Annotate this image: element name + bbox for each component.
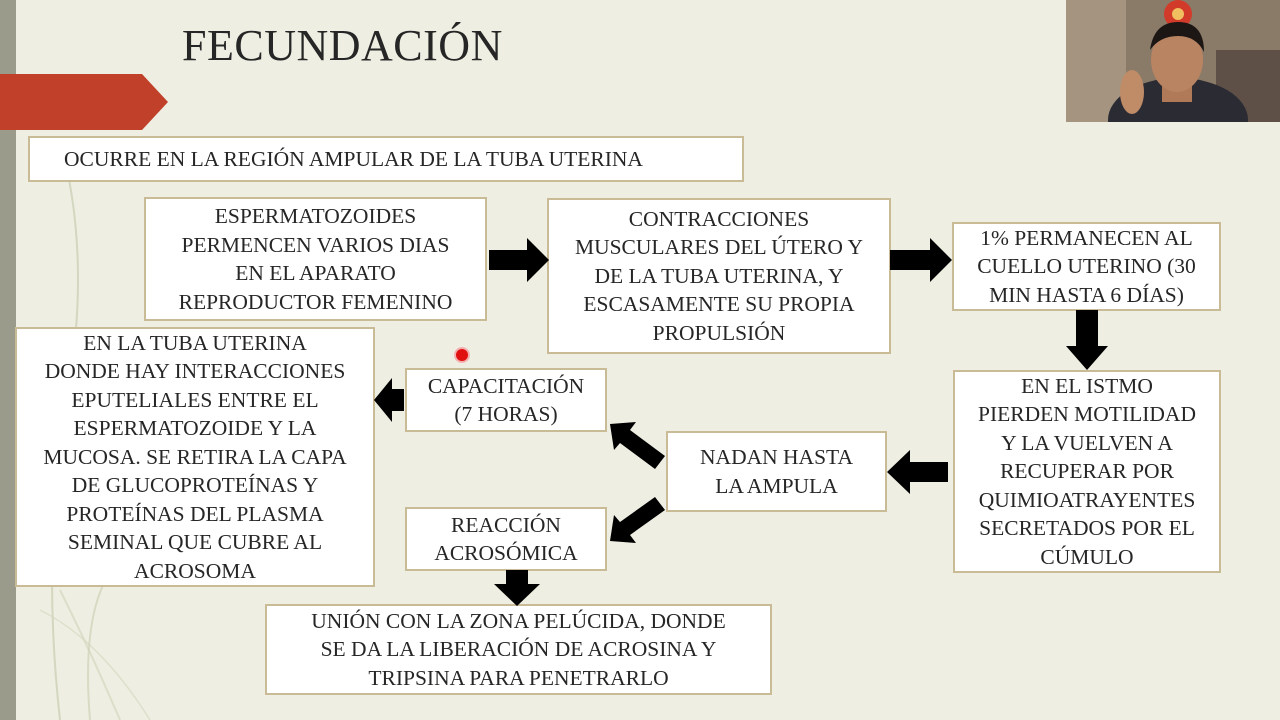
title-banner-arrow (0, 74, 168, 130)
zona-box: UNIÓN CON LA ZONA PELÚCIDA, DONDE SE DA … (265, 604, 772, 695)
isthmus-box: EN EL ISTMO PIERDEN MOTILIDAD Y LA VUELV… (953, 370, 1221, 573)
swim-box: NADAN HASTA LA AMPULA (666, 431, 887, 512)
webcam-thumbnail (1066, 0, 1280, 122)
webcam-person-image (1066, 0, 1280, 122)
slide-title: FECUNDACIÓN (182, 21, 503, 70)
laser-pointer-icon (456, 349, 468, 361)
left-decoration-strip (0, 0, 16, 720)
contractions-box: CONTRACCIONES MUSCULARES DEL ÚTERO Y DE … (547, 198, 891, 354)
capacitation-box: CAPACITACIÓN (7 HORAS) (405, 368, 607, 432)
tube-box: EN LA TUBA UTERINA DONDE HAY INTERACCION… (15, 327, 375, 587)
region-box: OCURRE EN LA REGIÓN AMPULAR DE LA TUBA U… (28, 136, 744, 182)
acrosome-box: REACCIÓN ACROSÓMICA (405, 507, 607, 571)
one-percent-box: 1% PERMANECEN AL CUELLO UTERINO (30 MIN … (952, 222, 1221, 311)
spermatozoa-box: ESPERMATOZOIDES PERMENCEN VARIOS DIAS EN… (144, 197, 487, 321)
